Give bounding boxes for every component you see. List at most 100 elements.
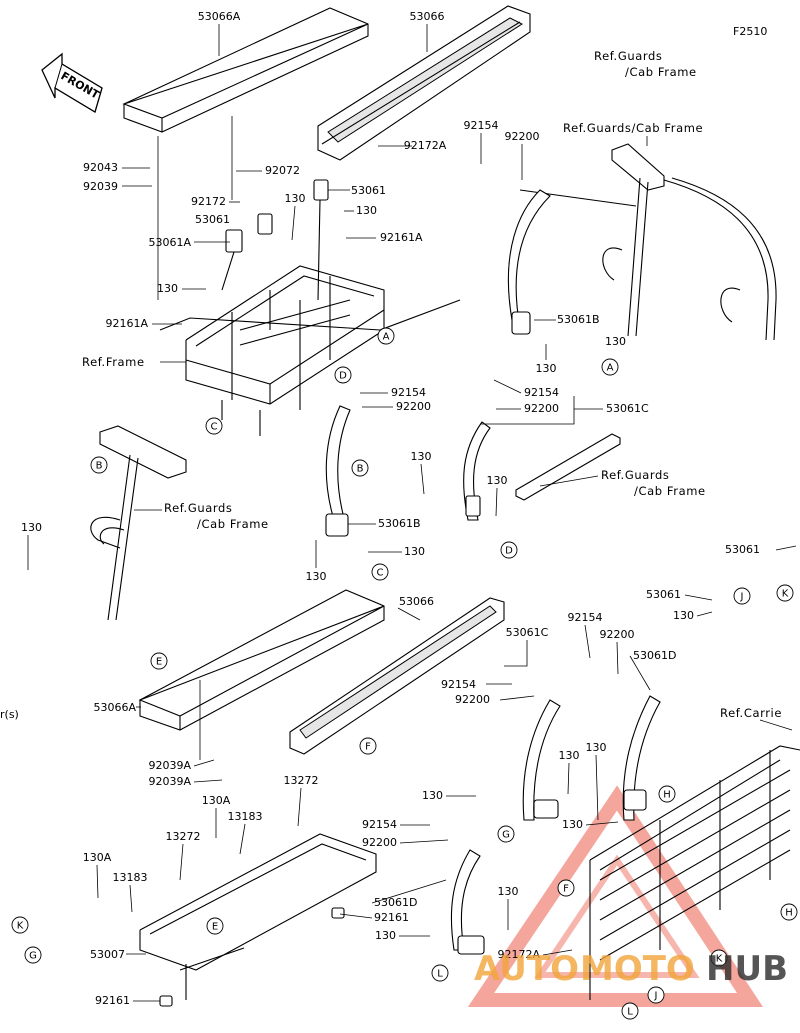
callout-circle-ring [206, 917, 224, 935]
seat-belt-53061d-right [622, 695, 661, 821]
part-number-label: 53061C [506, 626, 549, 639]
callout-letter: H [663, 790, 671, 801]
callout-circle: J [733, 587, 751, 605]
callout-circle: K [776, 584, 794, 602]
callout-circle-ring [90, 456, 108, 474]
part-number-label: 53066 [410, 10, 445, 23]
watermark-triangle-icon [467, 785, 763, 1007]
callout-circle-ring [601, 358, 619, 376]
part-number-label: 92161A [105, 317, 148, 330]
part-number-label: 53061A [148, 236, 191, 249]
callout-circle: C [371, 563, 389, 581]
part-number-label: 92154 [391, 386, 426, 399]
callout-letter: K [782, 589, 789, 600]
part-number-label: 13272 [166, 830, 201, 843]
part-number-label: 92039A [148, 775, 191, 788]
part-number-label: 92154 [524, 386, 559, 399]
seat-cushion-upper [122, 7, 369, 133]
part-number-label: 53061B [557, 313, 600, 326]
part-number-label: 53061 [646, 588, 681, 601]
part-number-label: 53061 [725, 543, 760, 556]
part-number-label: 53007 [90, 948, 125, 961]
callout-circle: K [11, 916, 29, 934]
callout-letter: K [17, 921, 24, 932]
watermark-word-auto: AUTO [474, 949, 579, 989]
callout-circle-ring [351, 459, 369, 477]
callout-circle-ring [11, 916, 29, 934]
part-number-label: 53061 [351, 184, 386, 197]
callout-letter: F [365, 742, 371, 753]
part-number-label: 92200 [505, 130, 540, 143]
part-number-label: 92172 [191, 195, 226, 208]
part-number-label: 130 [586, 741, 607, 754]
part-number-label: 130 [605, 335, 626, 348]
callout-circle-ring [621, 1002, 639, 1020]
callout-circle: K [710, 949, 728, 967]
seat-back-lower [289, 597, 505, 755]
seat-belt-53061c-lower [522, 699, 561, 821]
callout-circle: F [359, 737, 377, 755]
part-number-label: 130 [562, 818, 583, 831]
callout-circle-ring [780, 903, 798, 921]
part-number-label: 130 [498, 885, 519, 898]
callout-circle-ring [334, 366, 352, 384]
callout-letter: H [785, 908, 793, 919]
callout-circle-ring [24, 946, 42, 964]
part-number-label: 130 [422, 789, 443, 802]
callout-letter: E [212, 922, 218, 933]
part-number-label: 92200 [362, 836, 397, 849]
part-number-label: 13183 [113, 871, 148, 884]
callout-circle: B [351, 459, 369, 477]
part-number-label: 92043 [83, 161, 118, 174]
callout-circle: L [431, 964, 449, 982]
part-number-label: 130 [285, 192, 306, 205]
callout-circle: D [334, 366, 352, 384]
part-number-label: 13272 [284, 774, 319, 787]
callout-circle-ring [150, 652, 168, 670]
part-number-label: 92154 [464, 119, 499, 132]
callout-circle: C [205, 417, 223, 435]
callout-circle: H [780, 903, 798, 921]
seat-back-upper [317, 5, 531, 161]
callout-letter: C [377, 568, 384, 579]
part-number-label: 53066A [198, 10, 241, 23]
callout-circle: D [500, 541, 518, 559]
callout-letter: A [607, 363, 614, 374]
callout-circle-ring [733, 587, 751, 605]
part-number-label: 130 [306, 570, 327, 583]
part-number-label: 130 [411, 450, 432, 463]
callout-circle: L [621, 1002, 639, 1020]
callout-circle: F [557, 879, 575, 897]
part-number-label: 130A [83, 851, 112, 864]
buckle-53061a [221, 179, 329, 301]
callout-circle: J [647, 986, 665, 1004]
part-number-label: 92200 [600, 628, 635, 641]
reference-label: Ref.Guards [594, 49, 662, 63]
part-number-label: 53061C [606, 402, 649, 415]
leader-lines [27, 116, 797, 1002]
callout-letter: G [29, 951, 37, 962]
part-number-label: 92072 [265, 164, 300, 177]
part-number-label: 92172A [497, 948, 540, 961]
seat-cushion-lower [136, 589, 385, 731]
callout-circle-ring [658, 785, 676, 803]
part-number-label: 92200 [524, 402, 559, 415]
watermark-text: AUTO MOTO HUB [474, 949, 788, 989]
cargo-carrier [589, 719, 800, 1000]
callout-circle: E [206, 917, 224, 935]
callout-circle-ring [371, 563, 389, 581]
part-number-label: 53066A [93, 701, 136, 714]
part-number-label: 53061D [633, 649, 676, 662]
part-number-label: r(s) [0, 708, 19, 721]
callout-circle-ring [557, 879, 575, 897]
reference-label: Ref.Carrie [720, 706, 782, 720]
reference-label: Ref.Frame [82, 355, 145, 369]
part-number-label: 53061 [195, 213, 230, 226]
callout-circle-ring [431, 964, 449, 982]
reference-label: /Cab Frame [625, 65, 697, 79]
seat-frame-lower [126, 833, 377, 1007]
callout-circle: E [150, 652, 168, 670]
